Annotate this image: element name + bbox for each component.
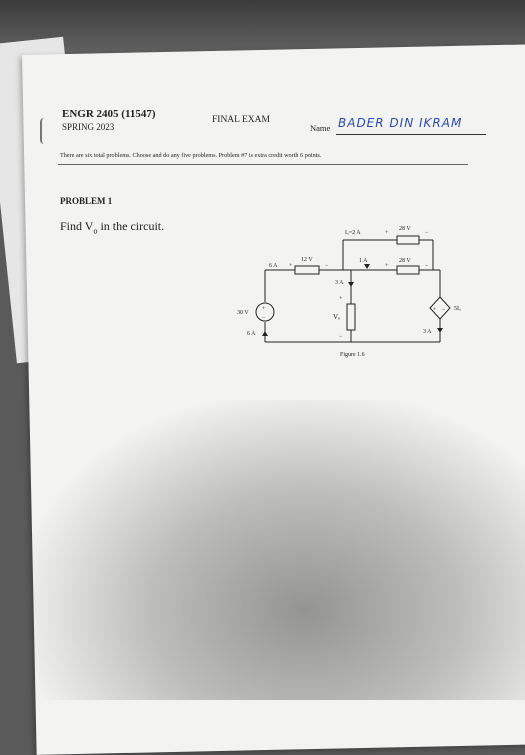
question-prefix: Find V (60, 219, 94, 233)
course-title: ENGR 2405 (11547) (62, 108, 156, 120)
arrow-6a-bottom (262, 331, 268, 336)
exam-paper (22, 43, 525, 755)
label-minus-28v-mid: − (425, 263, 429, 269)
label-plus-28v-mid: + (385, 263, 389, 269)
resistor-top-28v (396, 235, 420, 245)
label-1a: 1 A (359, 258, 368, 264)
label-28v-mid: 28 V (399, 258, 411, 264)
problem-question: Find Vo in the circuit. (60, 219, 164, 235)
dependent-source (429, 296, 451, 320)
label-3a-right: 3 A (423, 329, 432, 335)
label-dependent-source: 5Iₓ (454, 306, 461, 312)
label-minus-12v: − (325, 263, 329, 269)
svg-text:+: + (433, 307, 437, 313)
label-6a-bottom: 6 A (247, 331, 256, 337)
name-underline (336, 134, 486, 135)
arrow-3a-right (437, 328, 443, 333)
divider (58, 164, 468, 165)
svg-text:+: + (262, 306, 266, 312)
resistor-12v (294, 265, 320, 275)
problem-heading: PROBLEM 1 (60, 196, 113, 206)
resistor-vo (346, 303, 356, 331)
label-minus-top: − (425, 230, 429, 236)
exam-title: FINAL EXAM (212, 115, 270, 125)
label-plus-top: + (385, 230, 389, 236)
voltage-source-30v (255, 302, 275, 322)
binder-hole (40, 118, 48, 144)
label-6a-top: 6 A (269, 263, 278, 269)
question-subscript: o (93, 226, 98, 236)
svg-text:−: − (442, 307, 446, 313)
label-plus-vo: + (339, 296, 343, 302)
label-minus-vo: − (339, 334, 343, 340)
question-suffix: in the circuit. (97, 219, 165, 233)
student-name: BADER DIN IKRAM (338, 116, 463, 130)
label-30v: 30 V (237, 310, 249, 316)
name-label: Name (310, 123, 331, 133)
label-3a-mid: 3 A (335, 280, 344, 286)
arrow-3a-mid (348, 282, 354, 287)
arrow-1a (364, 264, 370, 269)
figure-caption: Figure 1.6 (340, 352, 365, 358)
label-vo: Vₒ (333, 313, 340, 321)
semester: SPRING 2023 (62, 122, 115, 132)
label-12v: 12 V (301, 257, 313, 263)
label-plus-12v: + (289, 263, 293, 269)
label-28v-top: 28 V (399, 226, 411, 232)
circuit-diagram: + − + − Iₓ=2 A + 28 V − 6 A + 12 V − 1 A… (237, 226, 461, 358)
resistor-28v-mid (396, 265, 420, 275)
label-ix: Iₓ=2 A (345, 230, 361, 236)
instructions: There are six total problems. Choose and… (60, 152, 322, 159)
svg-text:−: − (262, 315, 266, 321)
